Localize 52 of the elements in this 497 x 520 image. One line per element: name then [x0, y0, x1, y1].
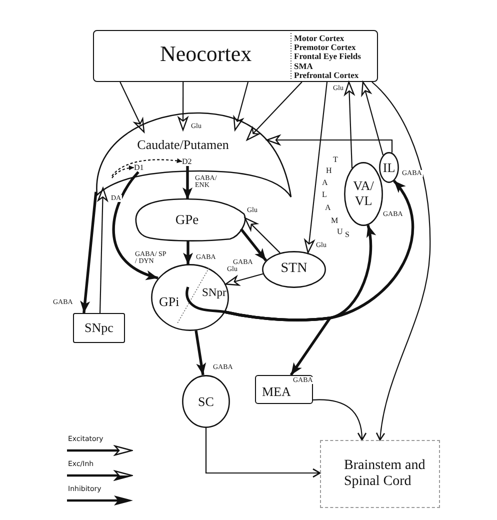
area-label: Prefrontal Cortex	[294, 70, 359, 80]
region-label: Neocortex	[160, 43, 252, 65]
region-label: SNpr	[202, 288, 226, 300]
arrow	[120, 82, 145, 133]
arrow	[194, 330, 206, 376]
arrow	[233, 82, 249, 131]
arrow	[240, 228, 268, 262]
region-label: IL	[382, 161, 396, 174]
region-ellipse	[344, 162, 383, 226]
arrow	[244, 217, 280, 254]
arrow	[183, 241, 193, 265]
arrow	[266, 134, 393, 153]
area-label: Motor Cortex	[294, 34, 344, 42]
arrow	[178, 82, 188, 131]
arrow	[361, 81, 384, 156]
arrow	[98, 187, 108, 314]
region-ellipse	[262, 251, 326, 288]
arrow	[224, 180, 414, 322]
arrow	[304, 82, 328, 254]
arrow	[205, 428, 321, 478]
area-label: Premotor Cortex	[294, 43, 356, 52]
region-ellipse	[151, 264, 229, 331]
arrow	[246, 82, 302, 141]
region-label: Caudate/Putamen	[137, 138, 229, 151]
arrow	[312, 399, 366, 441]
region-box	[73, 313, 125, 343]
region-label: VA/ VL	[352, 179, 375, 209]
region-ellipse	[379, 152, 399, 183]
region-label: GPi	[159, 295, 180, 308]
region-label: STN	[280, 262, 308, 276]
receptor-label: D1	[134, 163, 145, 172]
arrow	[372, 82, 431, 441]
arrow	[112, 171, 158, 280]
arrow	[225, 273, 264, 286]
region-label: SNpc	[84, 321, 114, 334]
arrow	[182, 166, 192, 200]
region-label: THALAMUS	[321, 155, 350, 241]
region-label: Brainstem and Spinal Cord	[344, 458, 426, 490]
dashed-arrow	[112, 165, 134, 178]
receptor-label: D2	[182, 157, 193, 166]
region-label: SC	[198, 395, 214, 408]
arrow	[344, 81, 354, 168]
region-circle	[182, 375, 230, 428]
region-box	[320, 440, 440, 508]
region-outline	[134, 197, 248, 242]
region-label: GPe	[175, 213, 199, 226]
dashed-arrow	[112, 158, 182, 176]
area-label: Frontal Eye Fields	[294, 52, 361, 61]
area-label: SMA	[294, 62, 313, 70]
region-box	[93, 30, 378, 82]
region-label: MEA	[262, 385, 291, 398]
arrow	[80, 192, 98, 314]
